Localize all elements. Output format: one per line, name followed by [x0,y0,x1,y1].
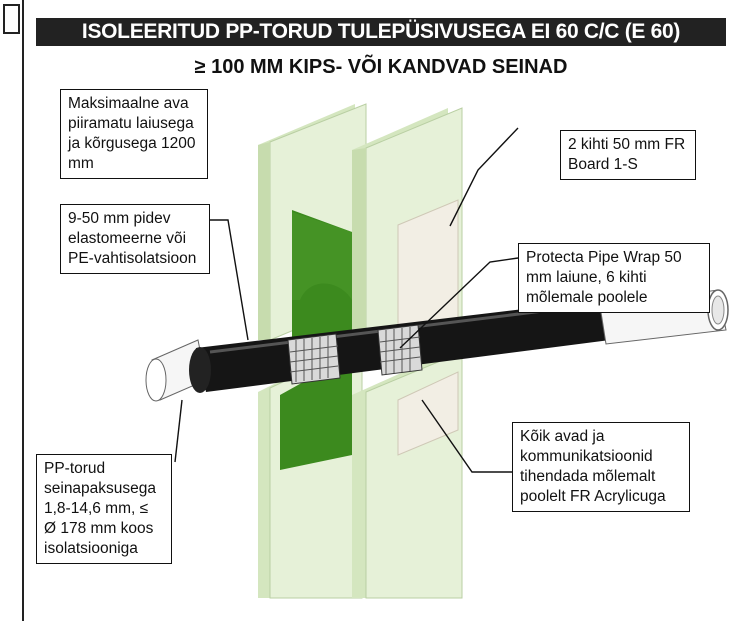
title-bar: ISOLEERITUD PP-TORUD TULEPÜSIVUSEGA EI 6… [36,18,726,46]
label-pipe-wrap: Protecta Pipe Wrap 50 mm laiune, 6 kihti… [518,243,710,313]
label-max-opening: Maksimaalne ava piiramatu laiusega ja kõ… [60,89,208,179]
leader-fr-board [449,127,519,227]
label-pp-pipes: PP-torud seinapaksusega 1,8-14,6 mm, ≤ Ø… [36,454,172,564]
leader-pipe-wrap [399,257,519,349]
leader-pp-pipe [174,399,183,463]
right-wall-upper [352,107,463,361]
label-insulation: 9-50 mm pidev elastomeerne või PE-vahtis… [60,204,210,274]
margin-box [3,4,20,34]
label-fr-board: 2 kihti 50 mm FR Board 1-S [560,130,696,180]
label-sealing: Kõik avad ja kommunikatsioonid tihendada… [512,422,690,512]
pipe-wrap-left [287,333,341,385]
left-wall-upper [258,103,367,350]
left-wall-lower [258,344,363,599]
right-wall-lower [352,351,463,599]
subtitle: ≥ 100 MM KIPS- VÕI KANDVAD SEINAD [194,56,568,78]
leader-sealing [421,399,512,473]
leader-insulation [208,219,249,341]
left-margin-strip [0,0,24,621]
leader-lines [174,127,519,473]
